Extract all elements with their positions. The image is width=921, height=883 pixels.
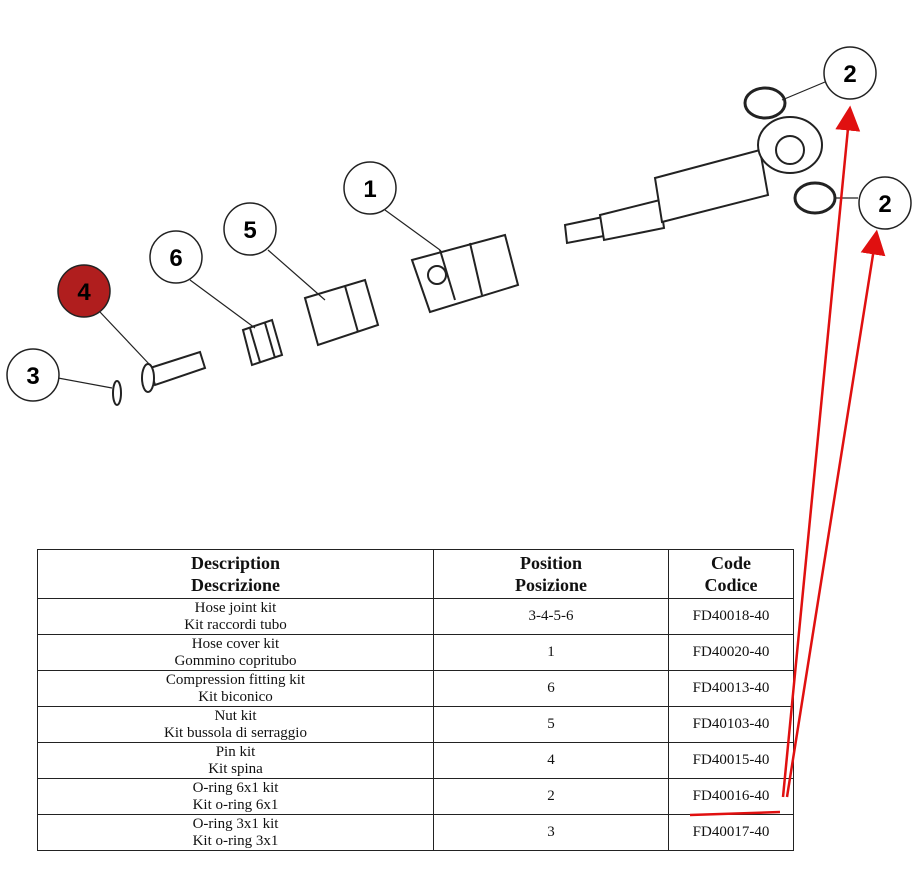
position-cell: 3 <box>433 814 669 851</box>
position-cell: 5 <box>433 706 669 743</box>
header-en: Description <box>191 553 280 573</box>
header-it: Codice <box>704 575 758 595</box>
svg-text:3: 3 <box>26 363 39 390</box>
description-it: Gommino copritubo <box>174 652 297 669</box>
code-cell: FD40020-40 <box>668 634 794 671</box>
header-en: Position <box>519 553 582 573</box>
code-cell: FD40103-40 <box>668 706 794 743</box>
banjo-fitting <box>563 116 823 245</box>
description-it: Kit raccordi tubo <box>184 616 287 633</box>
o-ring-lower <box>793 181 837 215</box>
description-en: Pin kit <box>215 743 256 760</box>
header-it: Posizione <box>515 575 587 595</box>
nut-part <box>303 278 380 347</box>
svg-text:5: 5 <box>243 217 256 244</box>
position-cell: 2 <box>433 778 669 815</box>
callout-6: 6 <box>149 230 203 284</box>
description-en: O-ring 3x1 kit <box>192 815 279 832</box>
pin-part <box>141 350 207 393</box>
svg-text:2: 2 <box>843 61 856 88</box>
code-cell: FD40016-40 <box>668 778 794 815</box>
description-en: O-ring 6x1 kit <box>192 779 279 796</box>
compression-fitting-part <box>241 318 284 367</box>
position-cell: 6 <box>433 670 669 707</box>
callout-5: 5 <box>223 202 277 256</box>
position-cell: 3-4-5-6 <box>433 598 669 635</box>
callout-2-upper: 2 <box>823 46 877 100</box>
code-cell: FD40017-40 <box>668 814 794 851</box>
callout-2-lower: 2 <box>858 176 912 230</box>
svg-text:4: 4 <box>77 279 91 306</box>
svg-text:1: 1 <box>363 176 376 203</box>
description-en: Compression fitting kit <box>165 671 306 688</box>
description-it: Kit o-ring 3x1 <box>192 832 279 849</box>
o-ring-upper <box>743 86 787 120</box>
svg-text:6: 6 <box>169 245 182 272</box>
description-it: Kit biconico <box>198 688 273 705</box>
o-ring-small <box>112 380 122 406</box>
exploded-parts-diagram: 1 5 6 4 3 2 2 <box>6 46 912 406</box>
header-en: Code <box>711 553 751 573</box>
svg-text:2: 2 <box>878 191 891 218</box>
code-cell: FD40018-40 <box>668 598 794 635</box>
header-it: Descrizione <box>191 575 280 595</box>
code-cell: FD40015-40 <box>668 742 794 779</box>
description-en: Hose joint kit <box>194 599 277 616</box>
callout-4-highlighted: 4 <box>57 264 111 318</box>
description-en: Nut kit <box>214 707 257 724</box>
code-cell: FD40013-40 <box>668 670 794 707</box>
description-en: Hose cover kit <box>191 635 280 652</box>
description-it: Kit o-ring 6x1 <box>192 796 279 813</box>
position-cell: 4 <box>433 742 669 779</box>
callout-1: 1 <box>343 161 397 215</box>
description-it: Kit bussola di serraggio <box>164 724 307 741</box>
description-it: Kit spina <box>208 760 263 777</box>
position-cell: 1 <box>433 634 669 671</box>
hose-cover-part <box>410 233 520 314</box>
callout-3: 3 <box>6 348 60 402</box>
